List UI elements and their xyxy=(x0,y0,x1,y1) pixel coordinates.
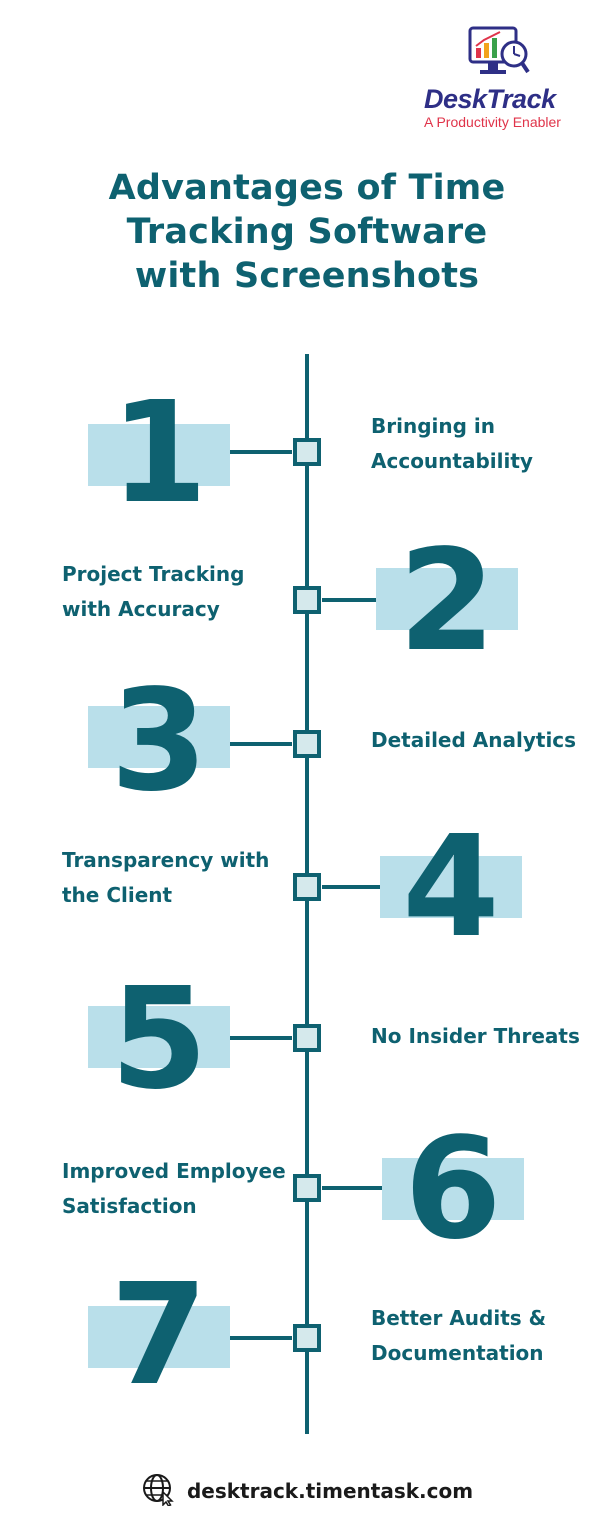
item-number-3: 3 xyxy=(110,660,208,823)
item-label-line: Bringing in xyxy=(371,414,495,438)
number-box xyxy=(382,1158,524,1220)
item-label-line: Documentation xyxy=(371,1341,544,1365)
title-line-3: with Screenshots xyxy=(134,256,480,296)
globe-cursor-icon xyxy=(141,1472,177,1510)
connector xyxy=(322,1186,382,1190)
item-number-2: 2 xyxy=(398,520,496,683)
timeline-node xyxy=(293,730,321,758)
item-number-7: 7 xyxy=(110,1254,208,1417)
website-link[interactable]: desktrack.timentask.com xyxy=(186,1479,474,1503)
logo-wordmark: DeskTrack xyxy=(424,84,584,114)
item-label-line: No Insider Threats xyxy=(371,1024,580,1048)
item-label-2: Project Tracking with Accuracy xyxy=(62,557,244,627)
connector xyxy=(322,598,376,602)
item-number-4: 4 xyxy=(402,806,500,969)
item-label-line: the Client xyxy=(62,883,173,907)
number-box xyxy=(376,568,518,630)
item-label-7: Better Audits & Documentation xyxy=(371,1301,546,1371)
timeline-node xyxy=(293,586,321,614)
item-label-6: Improved Employee Satisfaction xyxy=(62,1154,286,1224)
item-label-line: Improved Employee xyxy=(62,1159,286,1183)
timeline-node xyxy=(293,1324,321,1352)
number-box xyxy=(88,424,230,486)
timeline-node xyxy=(293,438,321,466)
item-label-5: No Insider Threats xyxy=(371,1019,580,1054)
connector xyxy=(230,1036,292,1040)
connector xyxy=(322,885,380,889)
item-number-5: 5 xyxy=(110,958,208,1121)
item-label-3: Detailed Analytics xyxy=(371,723,576,758)
logo-tagline: A Productivity Enabler xyxy=(424,114,561,130)
item-label-1: Bringing in Accountability xyxy=(371,409,533,479)
item-label-line: Accountability xyxy=(371,449,533,473)
connector xyxy=(230,1336,292,1340)
logo-name-part2: Track xyxy=(486,84,557,114)
item-label-line: Transparency with xyxy=(62,848,270,872)
item-label-line: with Accuracy xyxy=(62,597,220,621)
number-box xyxy=(88,706,230,768)
item-label-4: Transparency with the Client xyxy=(62,843,269,913)
number-box xyxy=(88,1306,230,1368)
item-label-line: Satisfaction xyxy=(62,1194,197,1218)
number-box xyxy=(380,856,522,918)
logo-name-part1: Desk xyxy=(424,84,487,114)
timeline-node xyxy=(293,1024,321,1052)
logo-icon xyxy=(468,26,532,82)
item-label-line: Detailed Analytics xyxy=(371,728,577,752)
item-label-line: Better Audits & xyxy=(371,1306,547,1330)
item-label-line: Project Tracking xyxy=(62,562,245,586)
page-title: Advantages of Time Tracking Software wit… xyxy=(40,166,574,298)
footer: desktrack.timentask.com xyxy=(0,1472,614,1510)
number-box xyxy=(88,1006,230,1068)
title-line-2: Tracking Software xyxy=(126,212,488,252)
item-number-6: 6 xyxy=(404,1108,502,1271)
timeline-node xyxy=(293,1174,321,1202)
connector xyxy=(230,450,292,454)
title-line-1: Advantages of Time xyxy=(108,168,506,208)
timeline-node xyxy=(293,873,321,901)
item-number-1: 1 xyxy=(110,372,208,535)
connector xyxy=(230,742,292,746)
